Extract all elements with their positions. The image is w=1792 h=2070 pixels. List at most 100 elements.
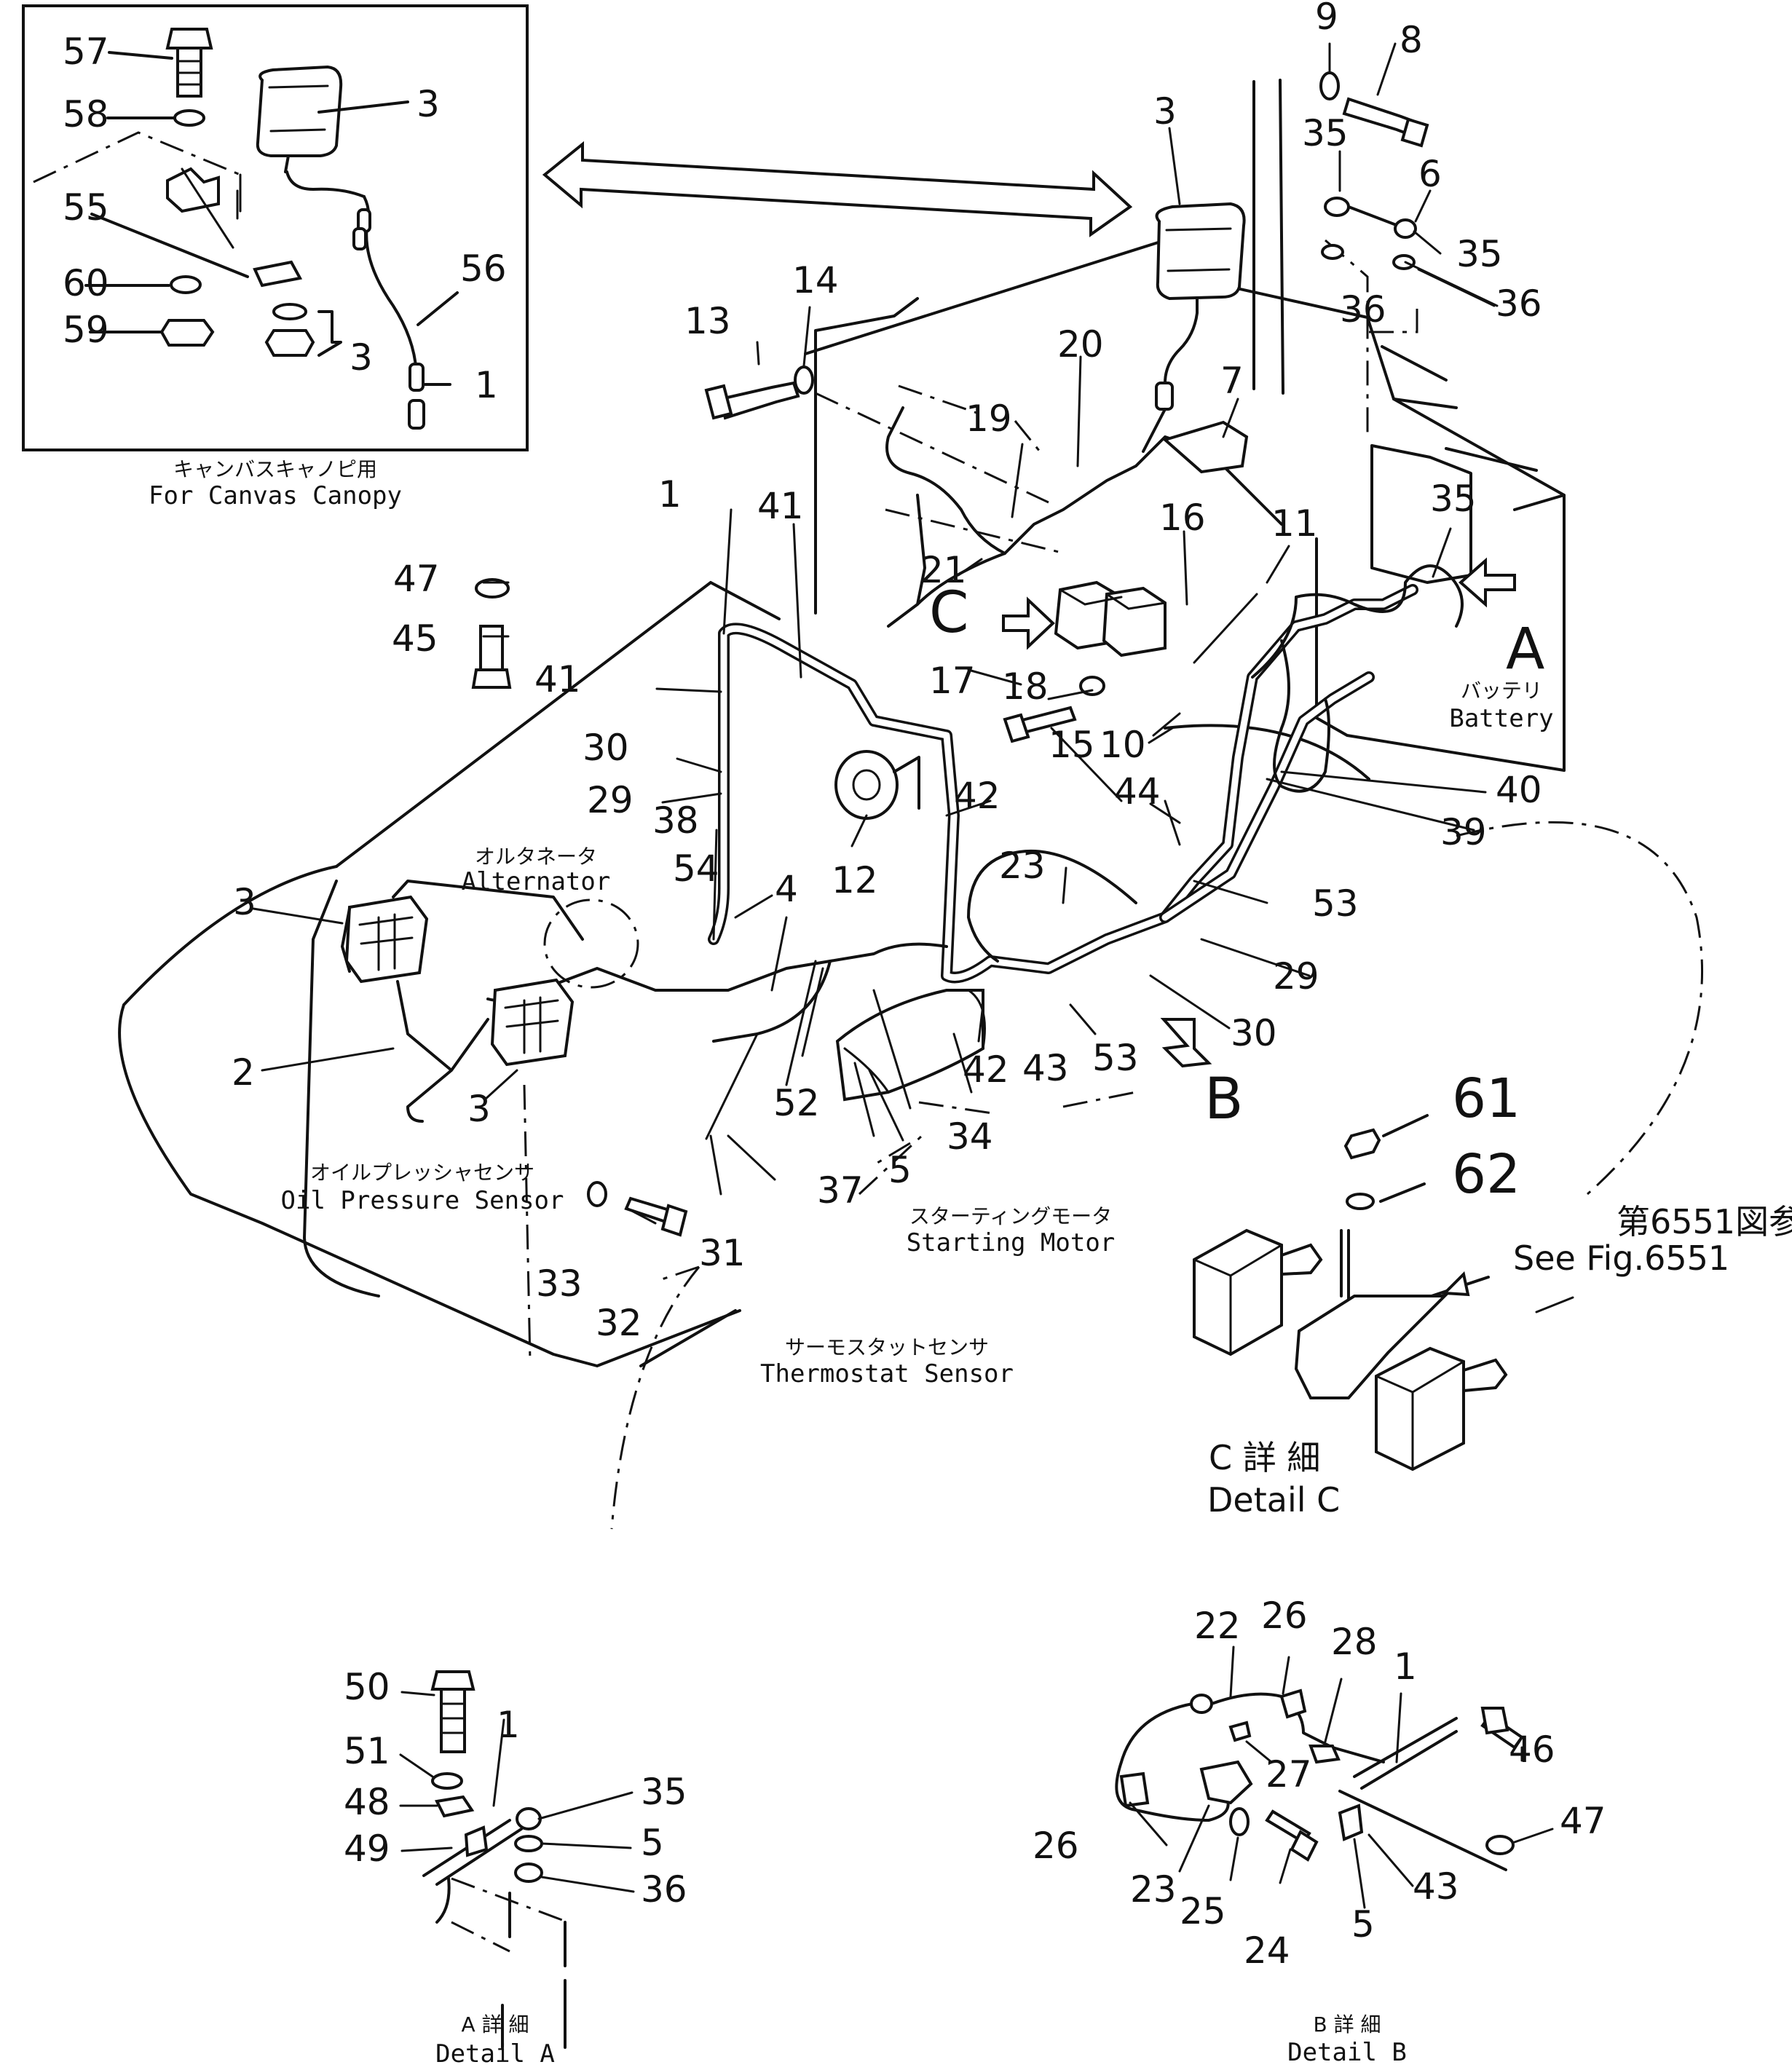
callout-label: 41	[534, 658, 581, 700]
callout-label: 38	[652, 799, 699, 842]
washer-icon	[587, 1181, 607, 1207]
bracket-icon	[1161, 420, 1249, 474]
callout-label: 3	[350, 336, 373, 379]
callout-label: 57	[63, 31, 109, 73]
battery-label-en: Battery	[1449, 704, 1553, 733]
washer-icon	[514, 1835, 543, 1852]
callout-label: 36	[641, 1868, 687, 1911]
callout-label: 56	[460, 248, 507, 290]
relay-icon	[1193, 1228, 1323, 1356]
clip-icon	[1228, 1721, 1252, 1742]
callout-label: 20	[1057, 323, 1104, 366]
callout-label: 49	[344, 1828, 390, 1870]
callout-label: 52	[773, 1082, 820, 1124]
callout-label: 15	[1049, 724, 1095, 766]
battery-cable-icon	[1321, 197, 1417, 270]
callout-label: 35	[1430, 478, 1477, 520]
bolt-icon	[1265, 1809, 1319, 1862]
callout-label: 37	[817, 1169, 864, 1212]
bolt-icon	[704, 381, 800, 420]
callout-label: 3	[417, 83, 440, 125]
callout-label: 16	[1159, 497, 1206, 539]
grommet-icon	[1119, 1771, 1150, 1808]
bolt-icon	[471, 625, 512, 689]
callout-label: 9	[1315, 0, 1338, 38]
washer-icon	[1079, 676, 1105, 696]
sensor-wire	[1115, 1701, 1230, 1822]
callout-label: 13	[684, 300, 731, 342]
connector-icon	[408, 363, 425, 392]
callout-label: 10	[1100, 724, 1146, 766]
callout-label: 30	[583, 727, 629, 769]
callout-label: 41	[757, 485, 804, 527]
detail-a-caption-jp: A 詳 細	[462, 2012, 529, 2037]
nut-icon	[1343, 1128, 1381, 1160]
detail-c-caption-en: Detail C	[1207, 1480, 1340, 1520]
view-letter-c: C	[929, 580, 968, 646]
bolt-icon	[1480, 1707, 1524, 1750]
callout-label: 25	[1180, 1890, 1226, 1932]
detail-b: 22 26 28 1 46 27 26 47 23 25 24 43 5 B 詳…	[1033, 1595, 1606, 2067]
callout-label: 27	[1266, 1753, 1312, 1796]
washer-icon	[475, 578, 510, 599]
canopy-inset-callouts: 57 58 55 60 59 3 56 3 1	[63, 31, 507, 406]
terminal-icon	[516, 1807, 542, 1830]
callout-label: 42	[963, 1048, 1009, 1091]
work-lamp-icon	[1142, 202, 1246, 453]
detail-a-caption-en: Detail A	[435, 2039, 555, 2069]
washer-icon	[1346, 1193, 1375, 1210]
callout-label: 29	[587, 779, 633, 821]
clip-icon	[1309, 1745, 1341, 1764]
oil-pressure-sensor-label-en: Oil Pressure Sensor	[281, 1186, 564, 1215]
clamp-icon	[464, 1825, 489, 1857]
connector-icon	[408, 399, 425, 430]
callout-label: 58	[63, 93, 109, 135]
callout-label: 1	[497, 1704, 520, 1746]
thermostat-sensor-label-jp: サーモスタットセンサ	[785, 1335, 989, 1359]
callout-label: 24	[1244, 1929, 1290, 1972]
view-letters: A B C	[929, 580, 1544, 1132]
callout-label: 23	[999, 845, 1046, 887]
double-arrow-icon	[542, 141, 1133, 237]
callout-label: 23	[1130, 1868, 1177, 1911]
callout-label: 18	[1002, 665, 1049, 708]
detail-c: 61 62 第6551図参照 See Fig.6551 C 詳 細 Detail…	[1193, 1067, 1792, 1520]
canvas-canopy-inset: 57 58 55 60 59 3 56 3 1 キャンバスキャノピ用 For C…	[22, 4, 529, 510]
clip-icon	[435, 1795, 475, 1818]
bracket-icon	[1294, 1295, 1448, 1399]
washer-icon	[1485, 1835, 1515, 1855]
callout-label: 42	[954, 775, 1000, 817]
callout-label: 17	[929, 660, 976, 702]
callout-label: 36	[1496, 283, 1542, 325]
oil-pressure-sensor-label-jp: オイルプレッシャセンサ	[310, 1161, 534, 1185]
washer-icon	[514, 1862, 543, 1883]
sensor-icon	[1199, 1760, 1253, 1805]
detail-b-caption-jp: B 詳 細	[1313, 2012, 1381, 2037]
callout-label: 2	[232, 1051, 255, 1094]
view-arrow-a-icon	[1458, 557, 1516, 608]
callout-label: 61	[1452, 1067, 1520, 1130]
callout-label: 4	[775, 868, 798, 910]
washer-icon	[272, 303, 307, 320]
callout-label: 47	[1560, 1800, 1606, 1842]
callout-label: 62	[1452, 1143, 1520, 1206]
callout-label: 6	[1418, 153, 1442, 195]
callout-label: 14	[792, 259, 839, 301]
connector-icon	[352, 227, 367, 250]
detail-b-caption-en: Detail B	[1287, 2038, 1407, 2067]
view-arrow-b-icon	[1160, 1018, 1212, 1068]
callout-label: 53	[1312, 882, 1359, 925]
front-lamp-right-icon	[490, 978, 575, 1067]
callout-label: 45	[392, 617, 438, 660]
callout-label: 5	[641, 1822, 664, 1864]
callout-label: 26	[1261, 1595, 1308, 1637]
callout-label: 43	[1022, 1047, 1069, 1089]
front-lamp-left-icon	[344, 895, 429, 984]
alternator-label-jp: オルタネータ	[475, 845, 597, 869]
relay-icon	[1375, 1346, 1508, 1471]
bolt-icon	[1342, 97, 1429, 148]
lamp-wiring	[341, 880, 584, 1123]
callout-label: 12	[832, 859, 878, 901]
callout-label: 3	[467, 1088, 491, 1130]
